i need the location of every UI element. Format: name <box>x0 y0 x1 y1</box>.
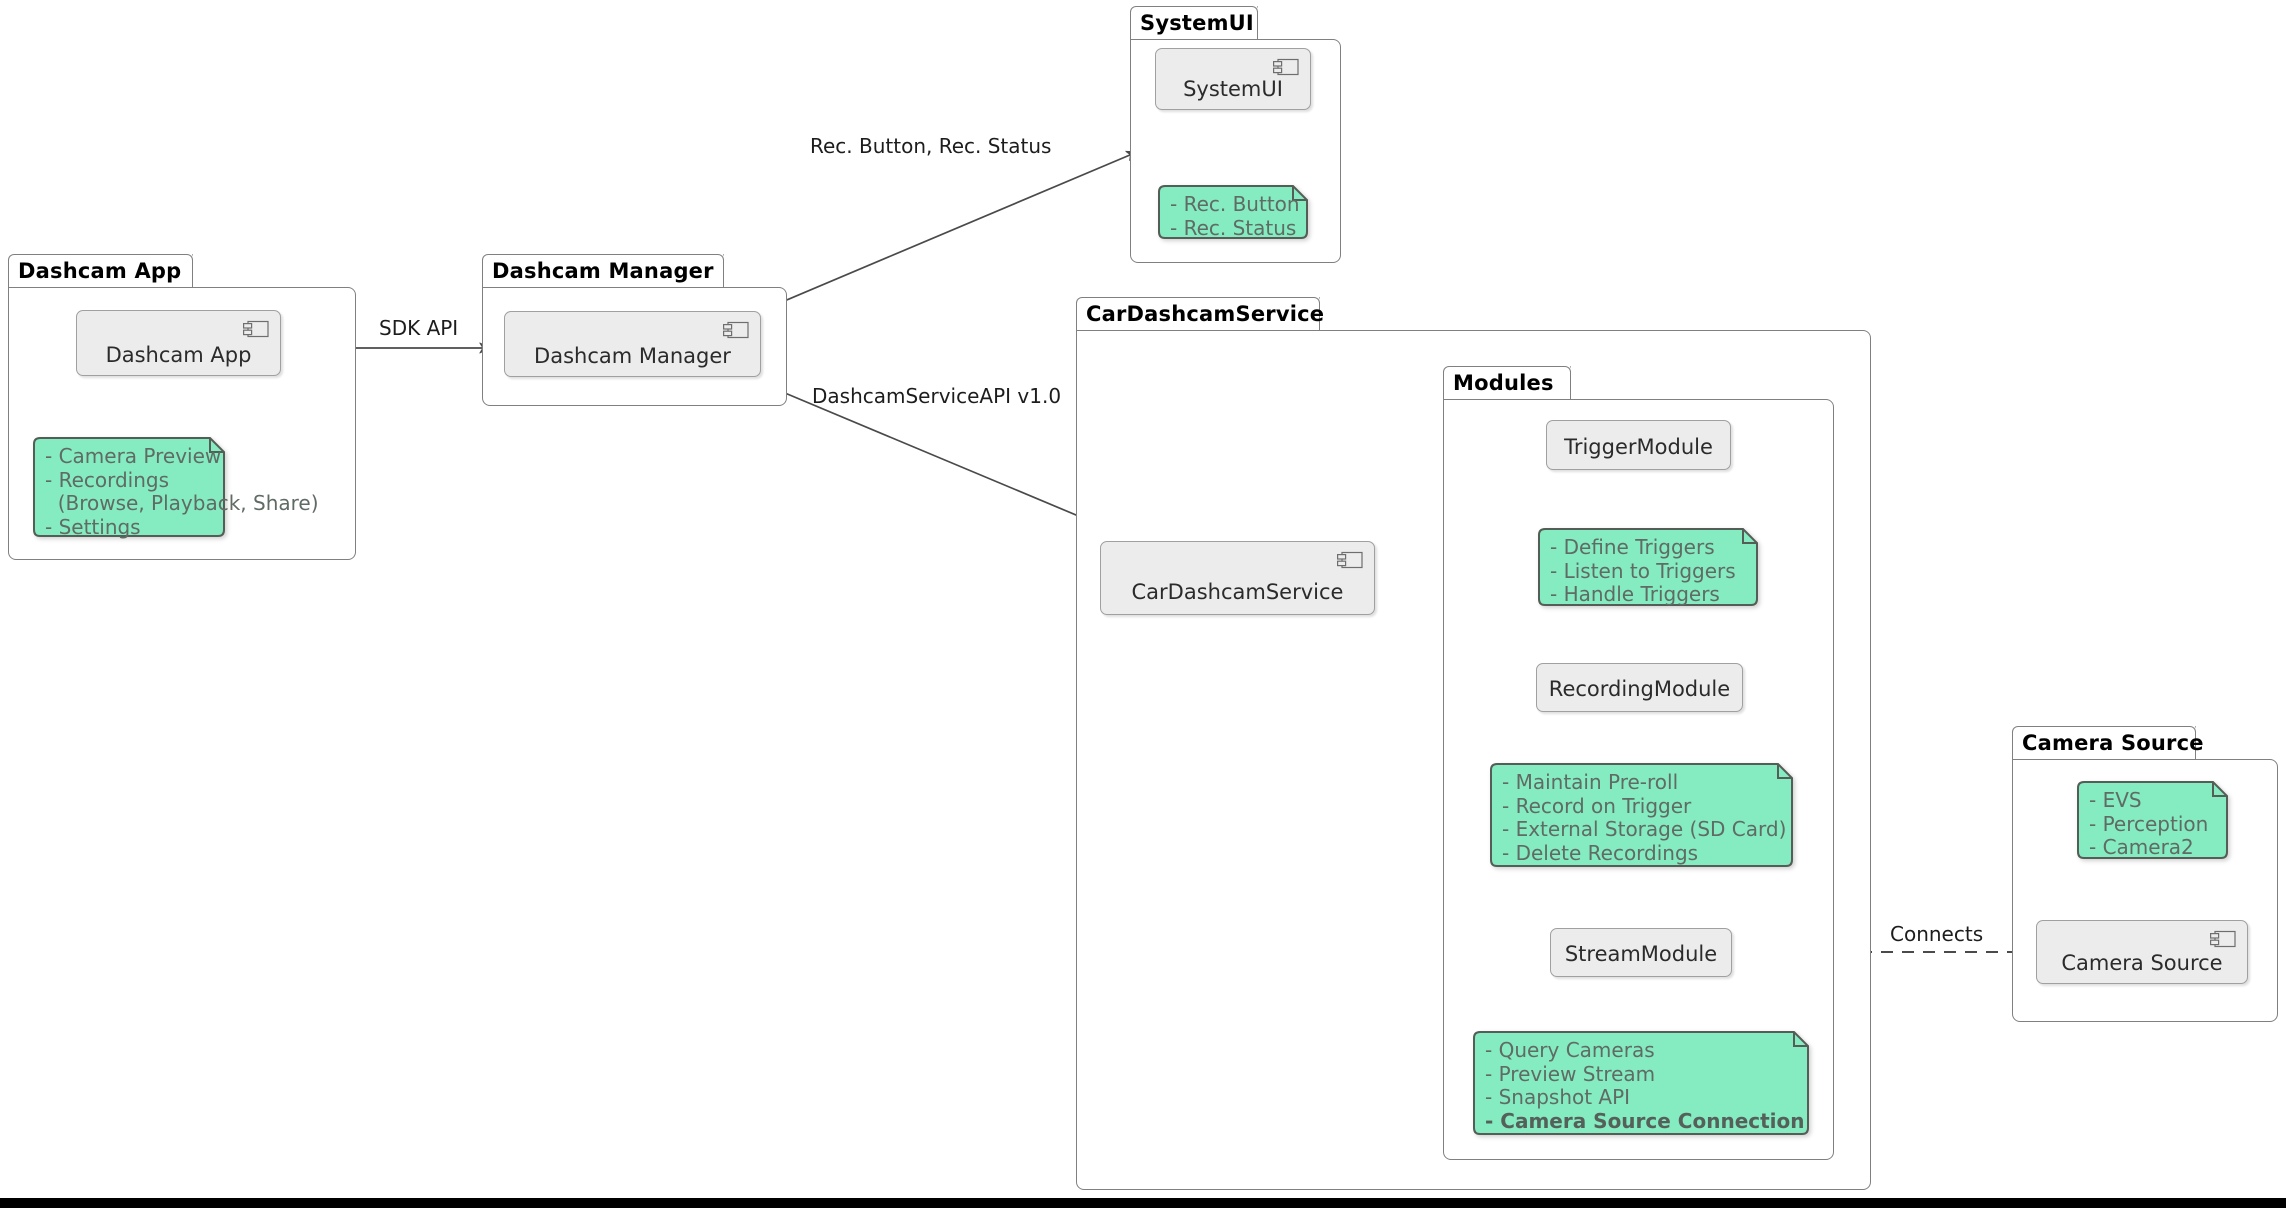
component-label: RecordingModule <box>1548 677 1731 701</box>
package-title-dashcam-manager: Dashcam Manager <box>492 259 714 283</box>
package-tab-slant <box>1570 366 1592 400</box>
component-label: Dashcam Manager <box>534 344 731 368</box>
component-label: StreamModule <box>1564 942 1718 966</box>
note-text-systemui: - Rec. Button - Rec. Status <box>1170 192 1300 240</box>
package-tab-slant <box>192 254 214 288</box>
component-label: Camera Source <box>2061 951 2223 975</box>
note-text-stream-module: - Query Cameras - Preview Stream - Snaps… <box>1485 1038 1805 1133</box>
note-text-camera-source: - EVS - Perception - Camera2 <box>2089 788 2209 859</box>
package-title-cardashcamservice: CarDashcamService <box>1086 302 1325 326</box>
package-tab <box>2012 726 2196 760</box>
package-tab <box>482 254 724 288</box>
package-title-dashcam-app: Dashcam App <box>18 259 182 283</box>
package-tab <box>1443 366 1571 400</box>
note-shape <box>1490 763 1793 867</box>
note-trigger-module: - Define Triggers - Listen to Triggers -… <box>1535 527 1759 607</box>
component-dashcam-app[interactable]: Dashcam App <box>76 310 281 376</box>
note-shape <box>1538 528 1758 606</box>
note-shape <box>2077 781 2228 859</box>
edge-label-rec-button-status: Rec. Button, Rec. Status <box>810 134 1052 158</box>
package-title-systemui: SystemUI <box>1140 11 1254 35</box>
note-dashcam-app: - Camera Preview - Recordings (Browse, P… <box>30 436 319 539</box>
uml-component-icon <box>1273 58 1299 76</box>
edge-rec-button-status-line <box>743 152 1137 319</box>
component-trigger-module[interactable]: TriggerModule <box>1546 420 1731 470</box>
uml-component-icon <box>723 321 749 339</box>
package-tab-slant <box>1257 6 1279 40</box>
uml-component-icon <box>243 320 269 338</box>
note-shape <box>1473 1031 1809 1135</box>
package-tab <box>1130 6 1258 40</box>
note-text-recording-module: - Maintain Pre-roll - Record on Trigger … <box>1502 770 1787 865</box>
uml-component-icon <box>2210 930 2236 948</box>
component-label: SystemUI <box>1183 77 1283 101</box>
component-recording-module[interactable]: RecordingModule <box>1536 663 1743 712</box>
package-tab-slant <box>723 254 745 288</box>
note-shape <box>1158 185 1308 239</box>
component-systemui[interactable]: SystemUI <box>1155 48 1311 110</box>
component-dashcam-manager[interactable]: Dashcam Manager <box>504 311 761 377</box>
component-camera-source[interactable]: Camera Source <box>2036 920 2248 984</box>
edge-label-dashcam-service-api: DashcamServiceAPI v1.0 <box>812 384 1062 408</box>
note-shape <box>33 437 225 537</box>
edge-label-connects: Connects <box>1890 922 1984 946</box>
note-systemui: - Rec. Button - Rec. Status <box>1155 184 1309 240</box>
component-stream-module[interactable]: StreamModule <box>1550 928 1732 977</box>
package-title-modules: Modules <box>1453 371 1554 395</box>
note-recording-module: - Maintain Pre-roll - Record on Trigger … <box>1487 762 1794 868</box>
package-tab <box>1076 297 1320 331</box>
note-text-trigger-module: - Define Triggers - Listen to Triggers -… <box>1550 535 1736 606</box>
note-stream-module: - Query Cameras - Preview Stream - Snaps… <box>1470 1030 1810 1136</box>
package-title-camera-source: Camera Source <box>2022 731 2204 755</box>
component-cardashcamservice[interactable]: CarDashcamService <box>1100 541 1375 615</box>
bottom-black-strip <box>0 1198 2286 1208</box>
component-label: TriggerModule <box>1564 435 1713 459</box>
uml-component-icon <box>1337 551 1363 569</box>
component-label: Dashcam App <box>105 343 252 367</box>
package-tab <box>8 254 193 288</box>
edge-label-sdk-api: SDK API <box>379 316 459 340</box>
component-label: CarDashcamService <box>1131 580 1344 604</box>
note-camera-source: - EVS - Perception - Camera2 <box>2074 780 2229 860</box>
note-text-dashcam-app: - Camera Preview - Recordings (Browse, P… <box>45 444 319 539</box>
